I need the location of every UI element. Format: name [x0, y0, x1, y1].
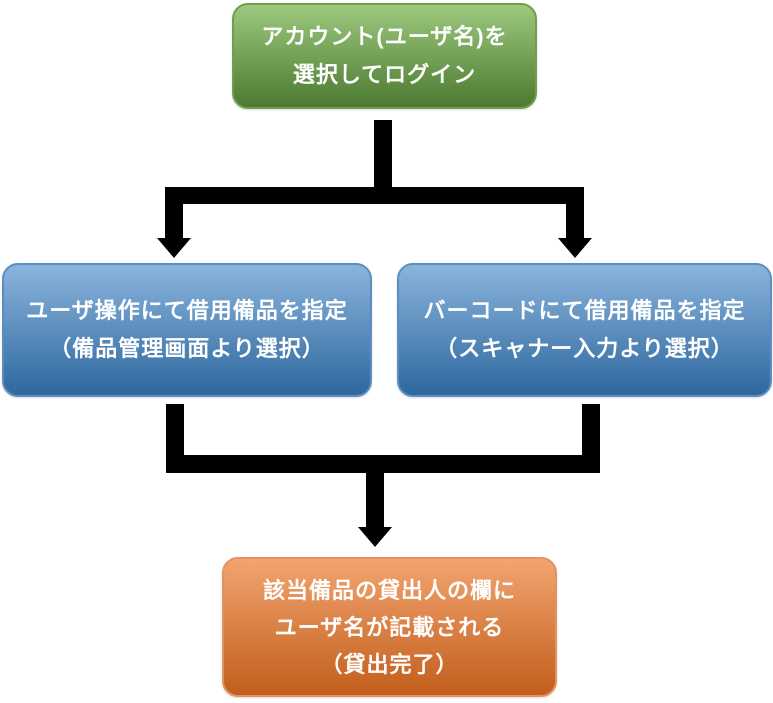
node-login: アカウント(ユーザ名)を 選択してログイン: [232, 3, 537, 109]
arrowhead-to-manual-icon: [157, 238, 191, 258]
connector-merge-right-leg: [582, 404, 600, 456]
node-login-line-2: 選択してログイン: [292, 62, 477, 87]
node-complete-line-3: （貸出完了）: [320, 651, 459, 677]
node-complete: 該当備品の貸出人の欄に ユーザ名が記載される （貸出完了）: [222, 557, 557, 697]
node-complete-line-1: 該当備品の貸出人の欄に: [262, 577, 516, 603]
node-manual-line-1: ユーザ操作にて借用備品を指定: [26, 298, 348, 323]
connector-split-right-leg: [566, 203, 584, 242]
arrowhead-to-complete-icon: [358, 527, 392, 547]
node-barcode-select: バーコードにて借用備品を指定 （スキャナー入力より選択）: [397, 263, 772, 397]
node-login-line-1: アカウント(ユーザ名)を: [261, 24, 508, 49]
connector-complete-stem: [366, 472, 384, 528]
connector-split-left-leg: [165, 203, 183, 242]
node-complete-line-2: ユーザ名が記載される: [274, 614, 505, 640]
node-barcode-line-1: バーコードにて借用備品を指定: [423, 298, 746, 323]
connector-split-horizontal: [165, 187, 584, 204]
arrowhead-to-barcode-icon: [558, 238, 592, 258]
connector-merge-horizontal: [166, 455, 600, 473]
node-barcode-line-2: （スキャナー入力より選択）: [435, 336, 734, 361]
node-manual-select: ユーザ操作にて借用備品を指定 （備品管理画面より選択）: [2, 263, 372, 397]
node-manual-line-2: （備品管理画面より選択）: [49, 336, 325, 361]
connector-login-stem: [374, 120, 392, 188]
connector-merge-left-leg: [166, 404, 184, 456]
